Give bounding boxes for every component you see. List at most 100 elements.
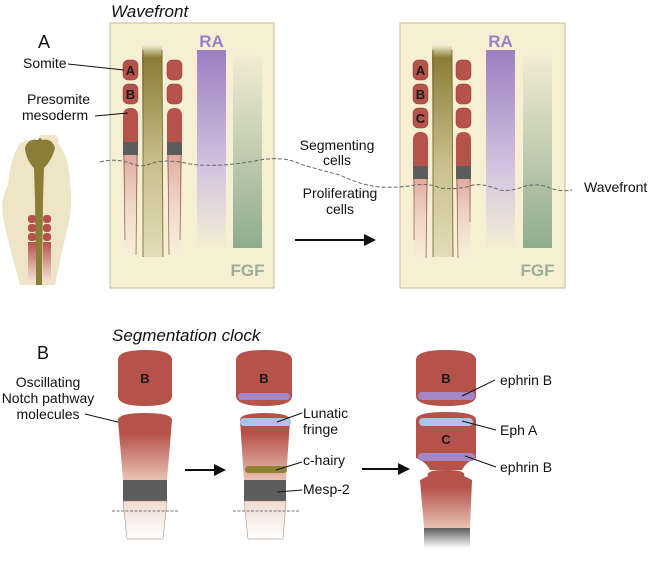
somite-label: B <box>416 87 425 102</box>
somite-label: B <box>126 87 135 102</box>
ephrin-band <box>418 453 475 461</box>
arrow-right-icon <box>185 464 226 476</box>
somite-a <box>412 59 429 81</box>
embryo-somite <box>43 233 51 241</box>
somite <box>455 83 472 105</box>
panel-letter-a: A <box>38 32 50 52</box>
embryo-somite <box>43 224 51 232</box>
embryo-psm <box>28 242 36 282</box>
c-hairy-pointer <box>275 461 303 471</box>
mesp2-label: Mesp-2 <box>303 481 350 497</box>
wavefront-label: Wavefront <box>584 179 647 195</box>
c-hairy-band <box>245 466 287 473</box>
mesp-band <box>123 142 138 155</box>
clock-diagram-2: B <box>233 350 300 540</box>
presomite-label-line2: mesoderm <box>22 107 88 123</box>
lunatic-fringe-label-line2: fringe <box>303 421 338 437</box>
somite-label: A <box>126 63 136 78</box>
mesp-band <box>123 480 167 501</box>
notochord <box>142 45 163 257</box>
somite <box>166 59 183 81</box>
presomite-pointer <box>94 112 129 117</box>
clock-diagram-1: B <box>112 350 178 540</box>
psm-segment <box>118 413 172 480</box>
fgf-label: FGF <box>521 261 555 280</box>
lunatic-fringe-band <box>240 418 291 426</box>
psm-segment <box>420 470 472 528</box>
presomite-mesoderm <box>456 132 471 166</box>
notochord <box>432 45 453 257</box>
somite-label: B <box>259 371 268 386</box>
panel-a-title: Wavefront <box>111 2 189 21</box>
fgf-gradient-bar <box>523 55 552 248</box>
mesp-band <box>456 166 471 179</box>
fgf-gradient-bar <box>233 55 262 248</box>
embryo-neural-tube <box>25 138 55 285</box>
oscillating-label-line2: Notch pathway <box>2 390 95 406</box>
wavefront-dashed-line <box>99 158 573 192</box>
mesp-band <box>424 528 470 548</box>
presomite-label-line1: Presomite <box>27 91 90 107</box>
lunatic-fringe-label-line1: Lunatic <box>303 405 348 421</box>
ephrin-b-bottom-pointer <box>464 455 497 468</box>
somite-pointer <box>67 63 125 71</box>
mesp-band <box>244 480 286 501</box>
fgf-label: FGF <box>231 261 265 280</box>
embryo-illustration <box>2 135 72 285</box>
ephrin-b-top-pointer <box>461 379 496 397</box>
panel-b-title: Segmentation clock <box>112 326 262 345</box>
somite-label: C <box>441 432 451 447</box>
proliferating-cells-label-line1: Proliferating <box>303 185 378 201</box>
psm-tail <box>243 500 287 540</box>
psm-segment <box>240 413 290 480</box>
somite-c <box>412 107 429 129</box>
presomite-mesoderm <box>413 132 428 166</box>
eph-a-pointer <box>461 420 497 431</box>
segmenting-cells-label-line1: Segmenting <box>300 137 375 153</box>
clock-diagram-3: B C <box>416 350 476 548</box>
ephrin-b-top-label: ephrin B <box>500 372 552 388</box>
segmenting-cells-label-line2: cells <box>323 152 351 168</box>
wavefront-box-before: A B RA FGF <box>109 22 275 289</box>
somite-label: B <box>140 371 149 386</box>
somite-b <box>118 350 172 406</box>
mesp-band <box>413 166 428 179</box>
ra-label: RA <box>199 32 224 51</box>
somite-label: B <box>441 371 450 386</box>
psm-tail <box>456 179 471 258</box>
psm-tail <box>413 179 428 262</box>
eph-a-band <box>419 418 473 426</box>
somite <box>455 107 472 129</box>
proliferating-cells-label-line2: cells <box>326 201 354 217</box>
c-hairy-label: c-hairy <box>303 452 345 468</box>
lunatic-pointer <box>276 412 303 423</box>
ephrin-band <box>238 393 290 400</box>
somite-label-text: Somite <box>23 55 67 71</box>
oscillating-label-line1: Oscillating <box>16 374 81 390</box>
somite-b <box>122 83 139 105</box>
arrow-right-icon <box>295 234 376 246</box>
ephrin-band <box>418 392 475 400</box>
somite-label: C <box>416 111 426 126</box>
somite <box>166 83 183 105</box>
presomite-mesoderm <box>167 108 182 142</box>
mesp-band <box>167 142 182 155</box>
ephrin-b-bottom-label: ephrin B <box>500 459 552 475</box>
psm-tail <box>122 500 168 540</box>
somite-label: A <box>416 63 426 78</box>
somite-b <box>236 350 292 406</box>
embryo-somite <box>28 233 36 241</box>
somite <box>455 59 472 81</box>
embryo-somite <box>43 215 51 223</box>
psm-tail <box>123 155 138 255</box>
embryo-psm <box>43 242 51 282</box>
somite-b <box>412 83 429 105</box>
psm-tail <box>167 155 182 255</box>
ra-gradient-bar <box>197 50 226 250</box>
arrow-right-icon <box>362 463 410 475</box>
panel-letter-b: B <box>37 343 49 363</box>
ra-label: RA <box>488 32 513 51</box>
oscillating-label-line3: molecules <box>16 406 79 422</box>
eph-a-label: Eph A <box>500 422 538 438</box>
